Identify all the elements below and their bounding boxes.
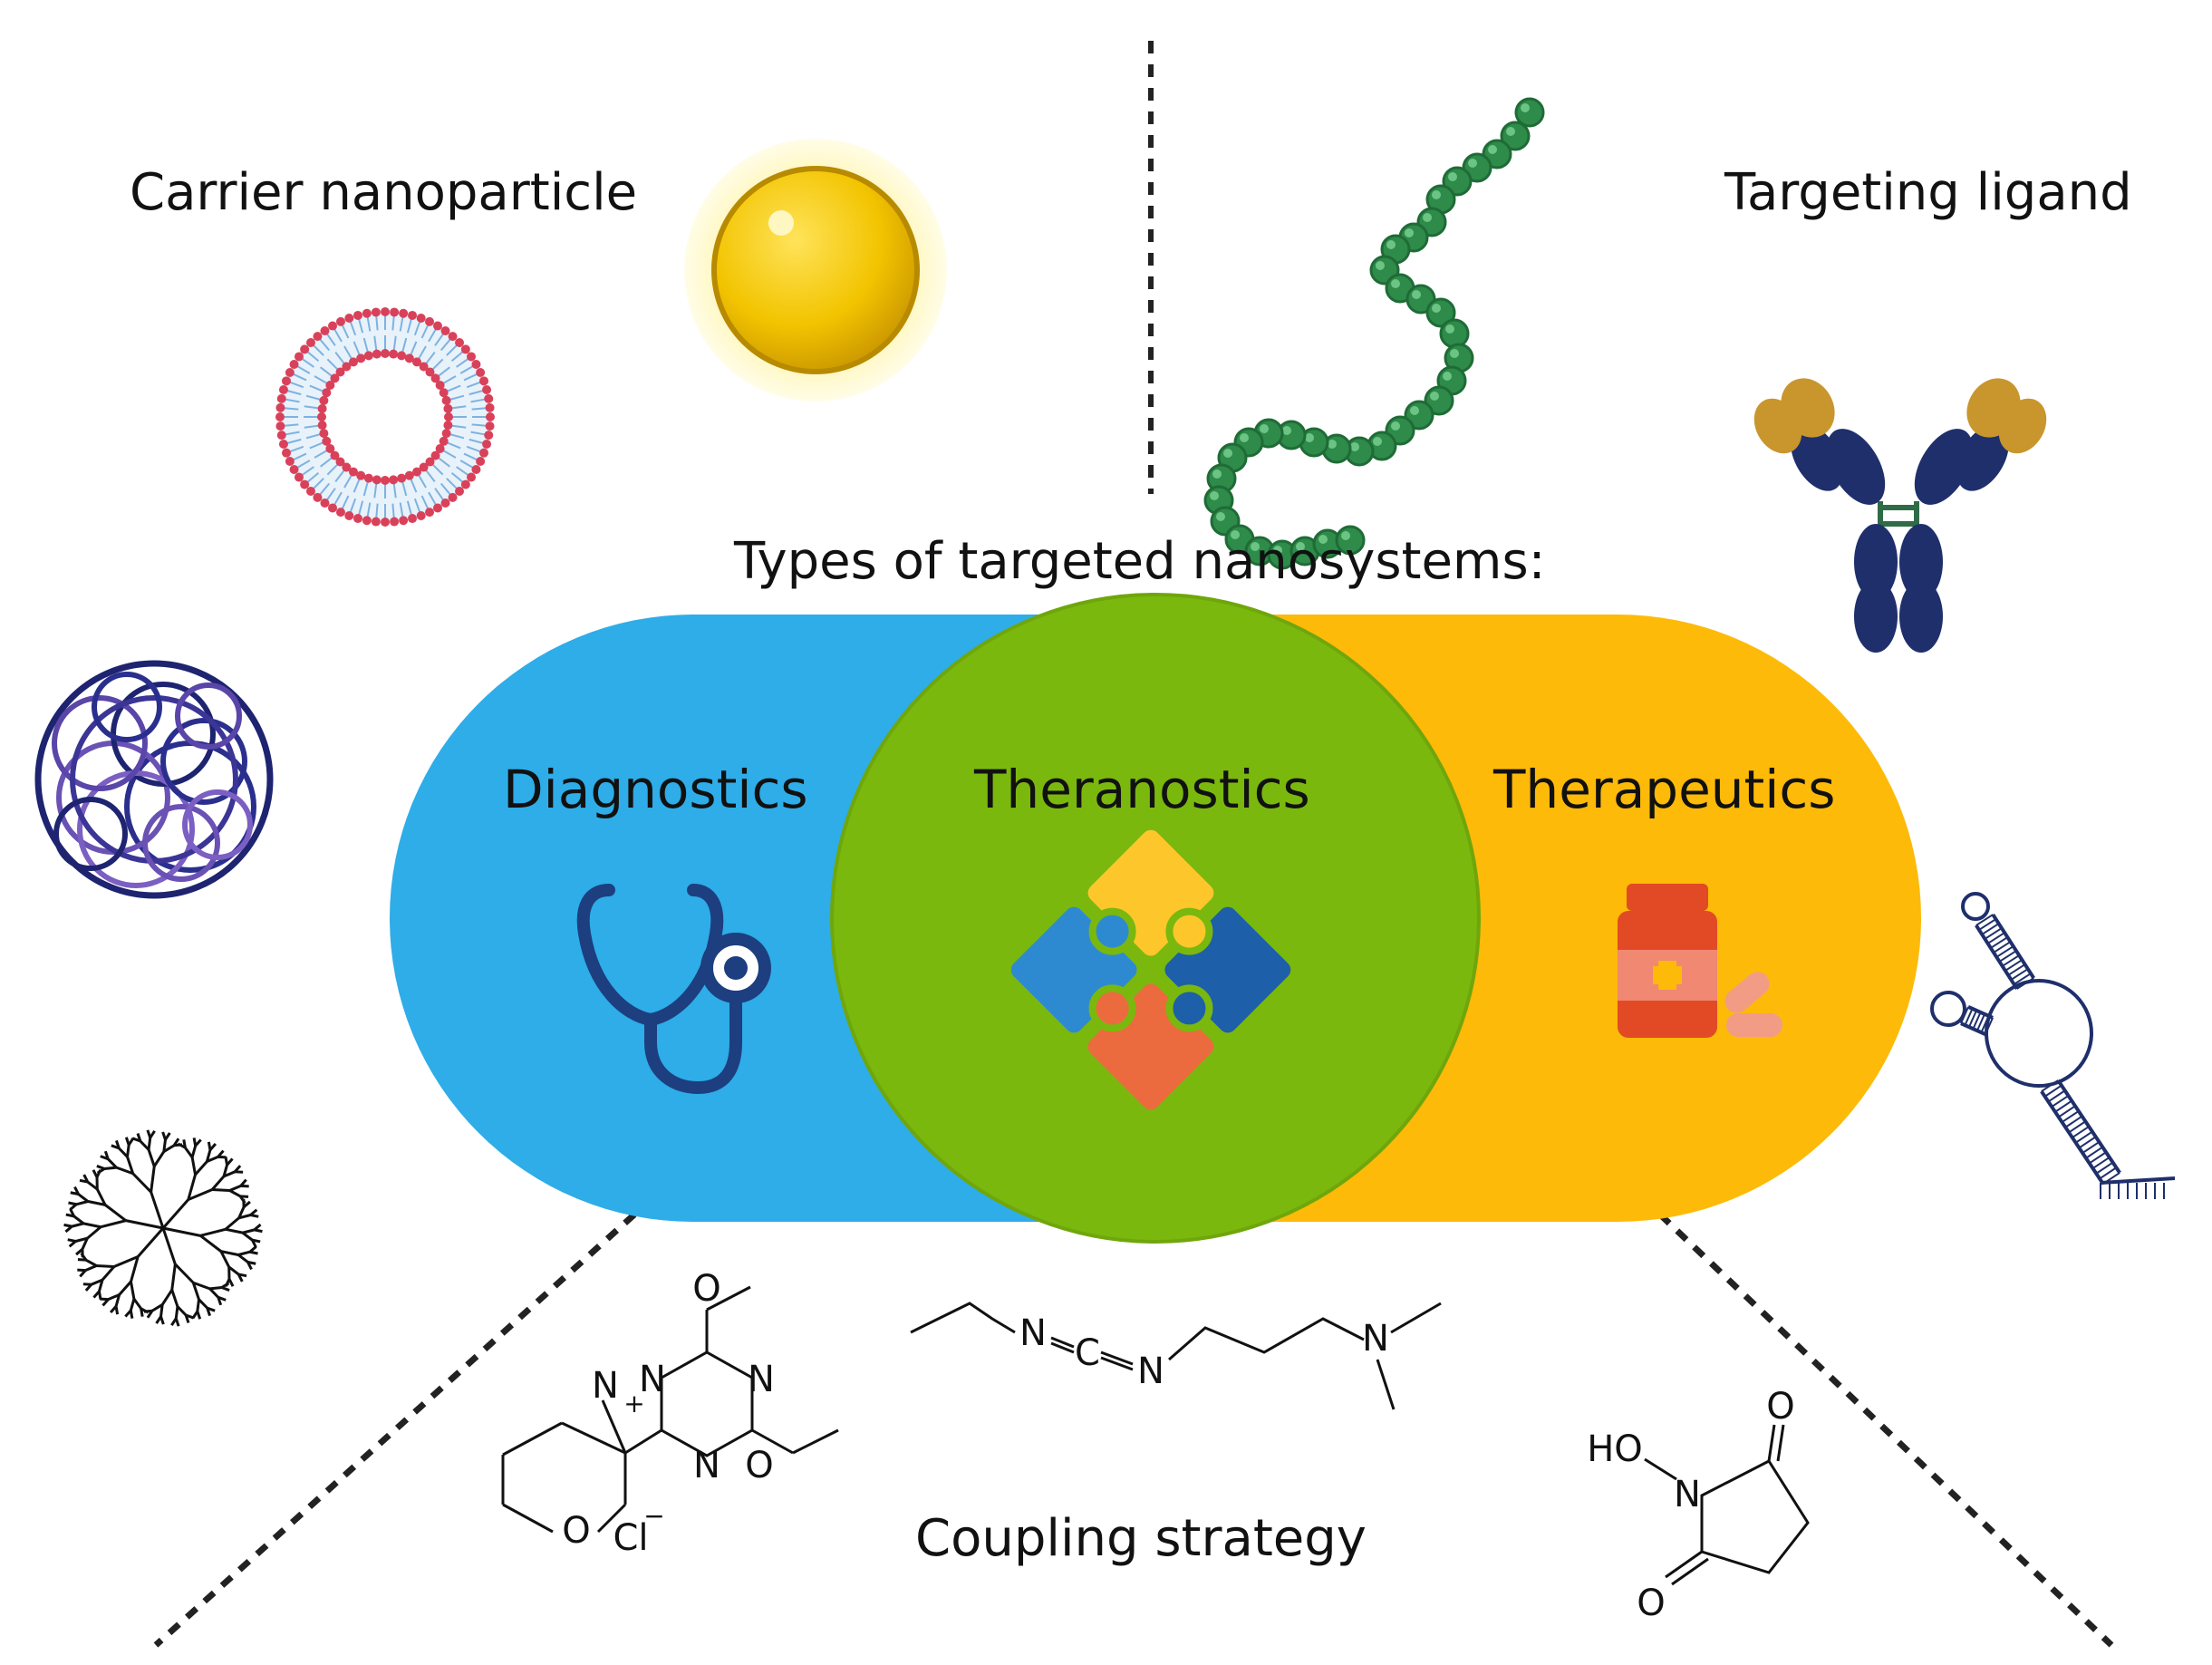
types-of-nanosystems-title: Types of targeted nanosystems:: [734, 532, 1546, 591]
diagnostics-label: Diagnostics: [503, 759, 808, 820]
edc-atom-n3: N: [1362, 1318, 1389, 1360]
dmtmm-atom-o-ring: O: [562, 1510, 590, 1552]
dmtmm-atom-o-right: O: [745, 1445, 773, 1486]
edc-structure: [910, 1302, 1442, 1410]
dmtmm-chloride: Cl: [613, 1517, 648, 1559]
theranostics-label: Theranostics: [974, 759, 1310, 820]
left-diagonal-divider: [153, 1212, 637, 1648]
nhs-atom-o-bottom: O: [1637, 1583, 1665, 1624]
nhs-atom-ho: HO: [1587, 1428, 1643, 1470]
dmtmm-atom-o-top: O: [692, 1268, 720, 1310]
nhs-atom-n: N: [1674, 1474, 1701, 1515]
nhs-atom-o-top: O: [1766, 1386, 1794, 1428]
dmtmm-structure: [501, 1285, 839, 1534]
puzzle-icon: [1010, 829, 1291, 1110]
medicine-bottle-icon: [1618, 884, 1782, 1038]
coupling-strategy-label: Coupling strategy: [915, 1509, 1367, 1568]
targeting-ligand-label: Targeting ligand: [1724, 163, 2132, 222]
gold-nanoparticle-icon: [684, 139, 947, 402]
dendrimer-icon: [63, 1129, 263, 1327]
dmtmm-atom-n2: N: [639, 1359, 666, 1400]
polymer-nanoparticle-icon: [34, 660, 274, 899]
carrier-nanoparticle-label: Carrier nanoparticle: [130, 163, 638, 222]
peptide-chain-icon: [1203, 97, 1545, 570]
dmtmm-plus-charge: +: [623, 1389, 644, 1418]
dmtmm-minus-charge: −: [643, 1501, 664, 1531]
antibody-icon: [1753, 378, 2047, 653]
nhs-structure: [1644, 1424, 1810, 1586]
therapeutics-label: Therapeutics: [1493, 759, 1836, 820]
aptamer-icon: [1930, 892, 2176, 1199]
dmtmm-atom-n4: N: [693, 1445, 720, 1486]
liposome-icon: [275, 307, 495, 527]
edc-atom-n1: N: [1019, 1312, 1047, 1354]
dmtmm-atom-n1: N: [592, 1365, 619, 1407]
edc-atom-n2: N: [1137, 1350, 1164, 1392]
stethoscope-icon: [576, 884, 771, 1095]
edc-atom-c: C: [1075, 1332, 1100, 1374]
right-diagonal-divider: [1657, 1212, 2114, 1648]
dmtmm-atom-n3: N: [748, 1359, 775, 1400]
